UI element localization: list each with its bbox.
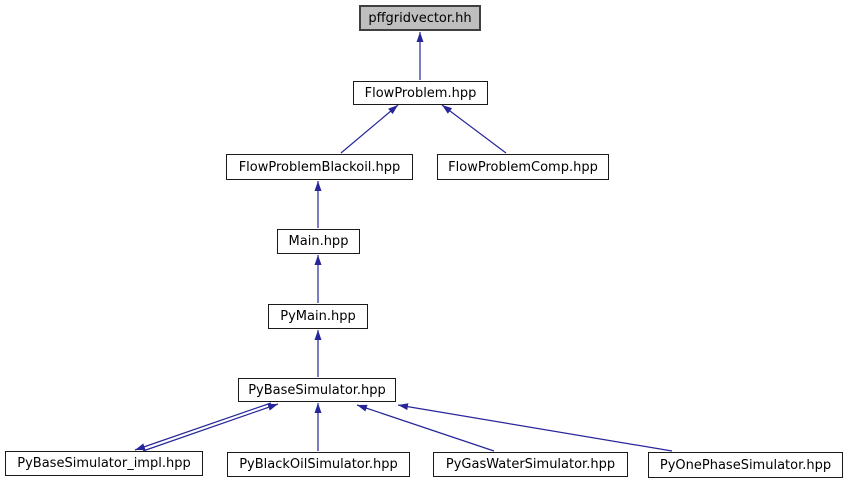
- edge-pygaswatersimulator-to-pybasesimulator: [356, 404, 495, 452]
- node-main-hpp[interactable]: Main.hpp: [277, 229, 360, 254]
- node-flowproblem-hpp[interactable]: FlowProblem.hpp: [353, 81, 488, 105]
- node-pyonephasesimulator-hpp[interactable]: PyOnePhaseSimulator.hpp: [648, 452, 843, 478]
- edge-flowproblemcomp-to-flowproblem: [441, 104, 507, 154]
- edge-pybasesimulatorimpl-to-pybasesimulator: [142, 403, 279, 452]
- node-pyblackoilsimulator-hpp[interactable]: PyBlackOilSimulator.hpp: [227, 452, 410, 477]
- edge-flowproblemblackoil-to-flowproblem: [340, 104, 399, 154]
- node-flowproblemcomp-hpp[interactable]: FlowProblemComp.hpp: [437, 154, 609, 180]
- node-pybasesimulator-hpp[interactable]: PyBaseSimulator.hpp: [238, 378, 396, 402]
- node-flowproblemblackoil-hpp[interactable]: FlowProblemBlackoil.hpp: [226, 154, 413, 180]
- node-pygaswatersimulator-hpp[interactable]: PyGasWaterSimulator.hpp: [433, 452, 628, 477]
- node-pymain-hpp[interactable]: PyMain.hpp: [268, 304, 368, 329]
- edge-pybasesimulator-to-pybasesimulatorimpl: [134, 402, 272, 451]
- edge-pyonephasesimulator-to-pybasesimulator: [397, 403, 673, 452]
- node-pffgridvector-hh: pffgridvector.hh: [359, 5, 481, 31]
- node-pybasesimulator-impl-hpp[interactable]: PyBaseSimulator_impl.hpp: [5, 451, 203, 476]
